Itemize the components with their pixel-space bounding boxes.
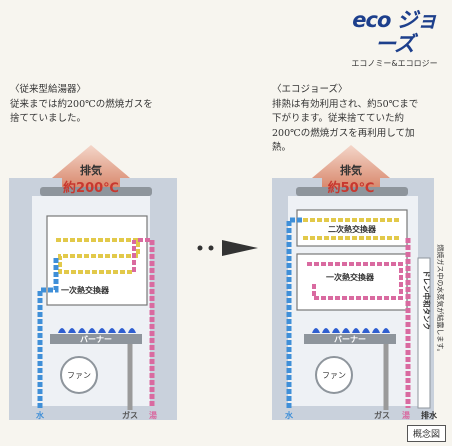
exhaust-temp: 約200℃	[63, 180, 119, 196]
exhaust-duct	[40, 187, 152, 196]
exhaust-duct	[296, 187, 408, 196]
secondary-coil	[303, 218, 401, 240]
coil-yellow	[56, 238, 140, 274]
drain-tank-label: ドレン中和タンク	[422, 270, 432, 330]
primary-exchanger-label: 一次熱交換器	[61, 285, 110, 295]
exhaust-arrow	[312, 145, 390, 187]
gas-label: ガス	[122, 410, 138, 420]
right-body-line: 排熱は有効利用され、約50℃まで	[272, 98, 419, 110]
transition-arrow	[197, 240, 258, 256]
fan	[60, 356, 98, 394]
left-heading: 〈従来型給湯器〉	[10, 84, 87, 95]
water-label: 水	[284, 410, 294, 420]
left-body-line: 従来までは約200℃の燃焼ガスを	[10, 98, 153, 110]
secondary-exchanger-label: 二次熱交換器	[328, 224, 377, 234]
burner-label: バーナー	[80, 335, 112, 344]
gas-label: ガス	[374, 410, 390, 420]
exhaust-label: 排気	[340, 163, 362, 177]
right-body-line: 下がります。従来捨てていた約	[272, 113, 405, 124]
left-body-line: 捨てていました。	[10, 113, 87, 124]
right-heading: 〈エコジョーズ〉	[272, 84, 348, 95]
exhaust-temp: 約50℃	[328, 180, 375, 196]
cold-water-pipe	[37, 256, 59, 408]
condensate-note: 燃焼ガス中の水蒸気が結露します。	[436, 244, 445, 355]
conventional-heater: 排気 約200℃ 一次熱交換器 バーナー ファン 水 ガス 湯	[9, 145, 177, 420]
fan-label: ファン	[67, 371, 91, 380]
burner-bar	[304, 334, 396, 344]
left-caption: 〈従来型給湯器〉 従来までは約200℃の燃焼ガスを 捨てていました。	[10, 83, 185, 127]
fan	[315, 356, 353, 394]
primary-heat-exchanger	[46, 215, 148, 306]
primary-coil	[307, 262, 403, 300]
right-body-line: 熱。	[272, 142, 292, 153]
drain-neutralization-tank	[417, 257, 431, 409]
exhaust-arrow	[52, 145, 130, 187]
logo-mark: eco ジョーズ	[352, 8, 437, 56]
ecojozu-heater: 排気 約50℃ 二次熱交換器 一次熱交換器 ドレン中和タンク 燃焼ガス中の水蒸気…	[272, 145, 445, 420]
cold-water-pipe	[286, 217, 303, 408]
burner-flames	[58, 328, 136, 333]
burner-flames	[312, 328, 390, 333]
right-caption: 〈エコジョーズ〉 排熱は有効利用され、約50℃まで 下がります。従来捨てていた約…	[272, 83, 442, 156]
hot-label: 湯	[402, 410, 410, 420]
drain-label: 排水	[421, 410, 438, 420]
concept-diagram-note: 概念図	[406, 425, 446, 442]
water-label: 水	[35, 410, 45, 420]
logo-subtitle: エコノミー&エコロジー	[351, 59, 438, 68]
burner-bar	[50, 334, 142, 344]
burner-label: バーナー	[334, 335, 366, 344]
exhaust-label: 排気	[80, 163, 102, 177]
primary-exchanger-label: 一次熱交換器	[326, 272, 375, 282]
right-body-line: 200℃の燃焼ガスを再利用して加	[272, 127, 415, 139]
hot-label: 湯	[149, 410, 157, 420]
fan-label: ファン	[322, 371, 346, 380]
ecojozu-logo: eco ジョーズ エコノミー&エコロジー	[347, 8, 442, 69]
